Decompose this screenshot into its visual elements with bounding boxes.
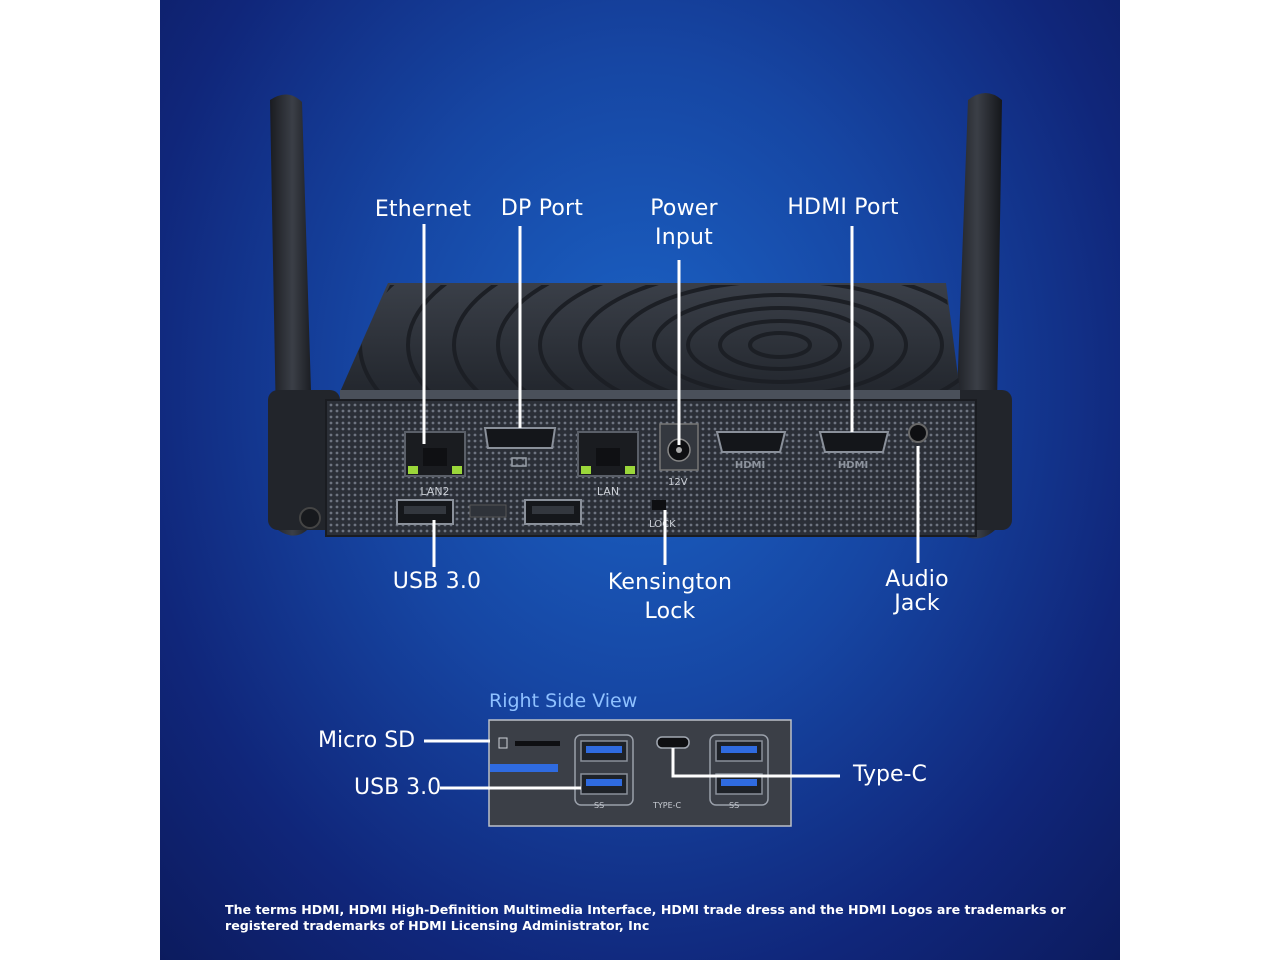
left-antenna [268, 94, 340, 536]
trademark-footnote: The terms HDMI, HDMI High-Definition Mul… [225, 902, 1066, 933]
ethernet-label: Ethernet [374, 197, 472, 222]
ss-mark-1: SS [594, 801, 604, 810]
usb-front-label: USB 3.0 [392, 569, 482, 594]
callout-lines [422, 224, 920, 790]
usb-side-label: USB 3.0 [354, 775, 442, 800]
audio-jack-label: Audio Jack [885, 567, 949, 616]
lan-mark: LAN [597, 485, 619, 498]
type-c-label: Type-C [853, 762, 927, 787]
side-view-title: Right Side View [489, 690, 638, 712]
hdmi-mark-2: HDMI [838, 460, 868, 471]
kensington-lock-label: Kensington Lock [607, 570, 733, 624]
hdmi-port-label: HDMI Port [787, 195, 899, 220]
lan2-mark: LAN2 [420, 485, 449, 498]
micro-sd-label: Micro SD [318, 728, 416, 753]
power-input-label: Power Input [650, 196, 718, 250]
hdmi-mark-1: HDMI [735, 460, 765, 471]
lock-mark: LOCK [649, 519, 676, 530]
volt-mark: 12V [668, 477, 688, 488]
device-illustration: LAN2 LAN 12V HDMI HDMI LOCK [268, 93, 1012, 827]
dp-port-label: DP Port [500, 196, 584, 221]
product-image-panel: LAN2 LAN 12V HDMI HDMI LOCK [160, 0, 1120, 960]
side-view-panel: SS TYPE-C SS [488, 719, 792, 827]
ss-mark-2: SS [729, 801, 739, 810]
typec-mark: TYPE-C [652, 801, 682, 810]
